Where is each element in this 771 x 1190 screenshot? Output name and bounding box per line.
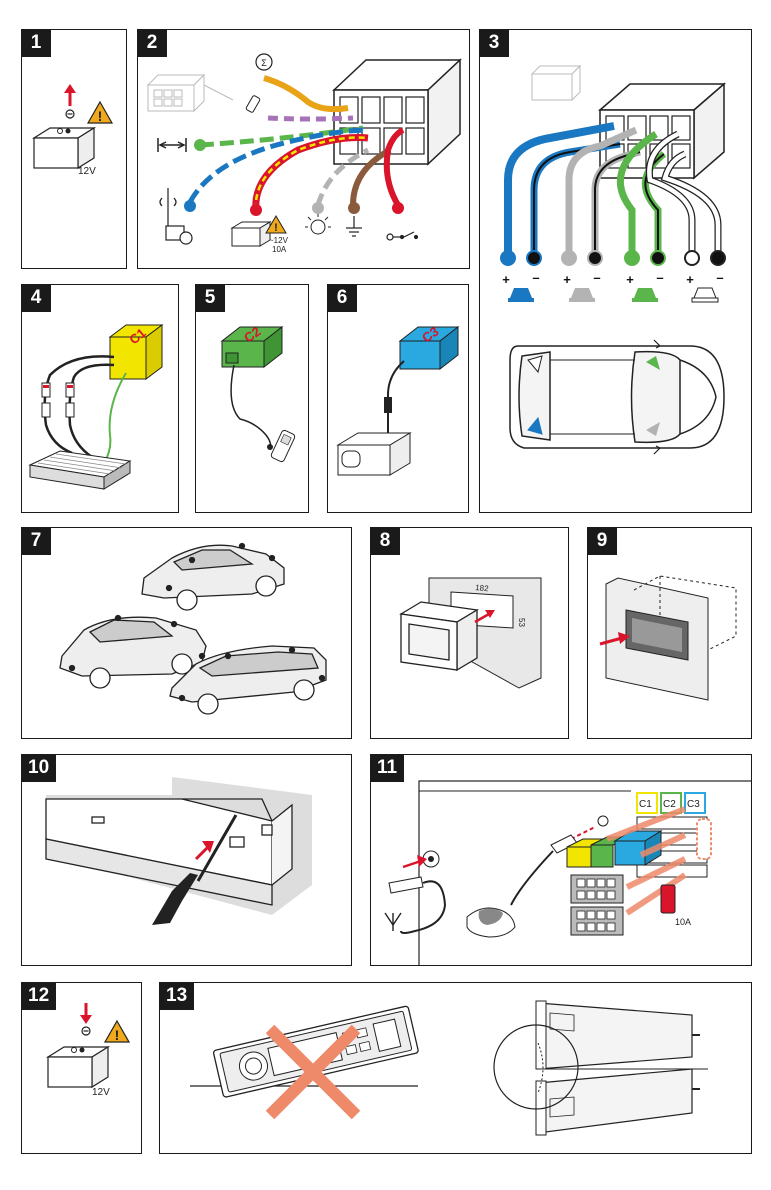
svg-text:Σ: Σ — [261, 58, 267, 68]
antenna-icon — [385, 913, 401, 931]
wire-purple-dashed — [268, 118, 353, 119]
port-c1-label: C1 — [639, 799, 652, 810]
svg-text:!: ! — [274, 222, 278, 234]
panel-number: 4 — [21, 284, 51, 312]
svg-text:!: ! — [115, 1027, 120, 1043]
mobile-phone-icon — [246, 95, 261, 113]
opening-width: 182 — [475, 583, 490, 593]
panel-number: 12 — [21, 982, 56, 1010]
panel-10-bend-tabs: 10 — [21, 754, 352, 966]
speaker-connector — [600, 84, 724, 178]
svg-text:!: ! — [98, 108, 103, 124]
port-c2-label: C2 — [663, 799, 676, 810]
panel-number: 6 — [327, 284, 357, 312]
radio-front-tilted — [213, 1006, 419, 1098]
car-sedan-icon — [142, 544, 284, 611]
panel-11-rear-connectors: 11 C1 C2 C3 — [370, 754, 752, 966]
battery-voltage: 12V — [92, 1087, 110, 1098]
speed-signal-icon — [158, 138, 186, 152]
panel-1-disconnect-battery: 1 ! 12V — [21, 29, 127, 269]
battery-icon — [48, 1047, 108, 1087]
svg-text:+: + — [502, 272, 510, 287]
mounting-frame-icon — [401, 602, 477, 670]
fuse-icon — [661, 885, 675, 913]
panel-13-mounting-angle: 13 — [159, 982, 752, 1154]
cable-coupler — [384, 397, 392, 413]
power-voltage: ~12V — [269, 236, 289, 245]
warning-triangle-icon: ! — [105, 1021, 129, 1043]
radio-side-upper — [536, 1001, 700, 1069]
battery-icon — [34, 128, 94, 168]
polarity-signs: + – + – + – + – — [502, 270, 723, 287]
arrow-down-icon — [80, 1003, 92, 1024]
panel-number: 2 — [137, 29, 167, 57]
light-bulb-icon — [305, 214, 331, 234]
panel-2-iso-connections: 2 — [137, 29, 470, 269]
svg-text:–: – — [532, 270, 539, 285]
svg-text:–: – — [593, 270, 600, 285]
panel-number: 5 — [195, 284, 225, 312]
cable-green — [104, 373, 126, 463]
panel-number: 13 — [159, 982, 194, 1010]
panel-9-insert-unit: 9 — [587, 527, 752, 739]
panel-number: 1 — [21, 29, 51, 57]
panel-number: 10 — [21, 754, 56, 782]
svg-text:+: + — [563, 272, 571, 287]
port-c3-label: C3 — [687, 799, 700, 810]
speaker-icon — [692, 288, 718, 302]
panel-8-mounting-frame: 8 182 53 — [370, 527, 569, 739]
panel-7-vehicle-types: 7 — [21, 527, 352, 739]
iso-connector — [334, 60, 460, 164]
opening-height: 53 — [517, 618, 526, 627]
terminal-icon — [66, 110, 74, 118]
iso-plug-lower — [571, 907, 623, 935]
panel-3-speaker-connections: 3 — [479, 29, 752, 513]
power-fuse: 10A — [272, 245, 287, 254]
radio-side-lower — [536, 1069, 700, 1135]
amplifier-icon: Σ — [256, 54, 272, 70]
antenna-icon — [160, 188, 192, 244]
ground-icon — [346, 216, 362, 236]
battery-voltage: 12V — [78, 166, 96, 177]
cable-black-2 — [70, 365, 115, 457]
connector-outline — [532, 66, 580, 100]
panel-6-c3-changer: 6 C3 — [327, 284, 469, 513]
wire-end-dots — [501, 251, 725, 265]
svg-text:–: – — [716, 270, 723, 285]
panel-4-c1-amplifier: 4 C1 — [21, 284, 179, 513]
amplifier-icon — [30, 451, 130, 489]
fuse-rating: 10A — [675, 917, 691, 927]
mobile-phone-icon — [270, 429, 295, 462]
panel-5-c2-phone: 5 C2 — [195, 284, 309, 513]
panel-number: 9 — [587, 527, 617, 555]
speaker-icon — [632, 288, 658, 302]
terminal-icon — [82, 1027, 90, 1035]
panel-number: 11 — [370, 754, 404, 782]
speaker-icon — [569, 288, 595, 302]
connector-outline — [148, 75, 233, 111]
iso-plug-upper — [571, 875, 623, 903]
panel-12-reconnect-battery: 12 ! 12V — [21, 982, 142, 1154]
svg-text:+: + — [686, 272, 694, 287]
svg-text:+: + — [626, 272, 634, 287]
speaker-icon — [508, 288, 534, 302]
phone-cable — [231, 365, 270, 447]
ignition-key-icon — [387, 232, 418, 240]
svg-text:–: – — [656, 270, 663, 285]
panel-number: 7 — [21, 527, 51, 555]
cd-changer-icon — [338, 433, 410, 475]
battery-icon — [232, 222, 270, 246]
panel-number: 8 — [370, 527, 400, 555]
arrow-up-icon — [64, 84, 76, 106]
warning-triangle-icon: ! — [88, 102, 112, 124]
panel-number: 3 — [479, 29, 509, 57]
